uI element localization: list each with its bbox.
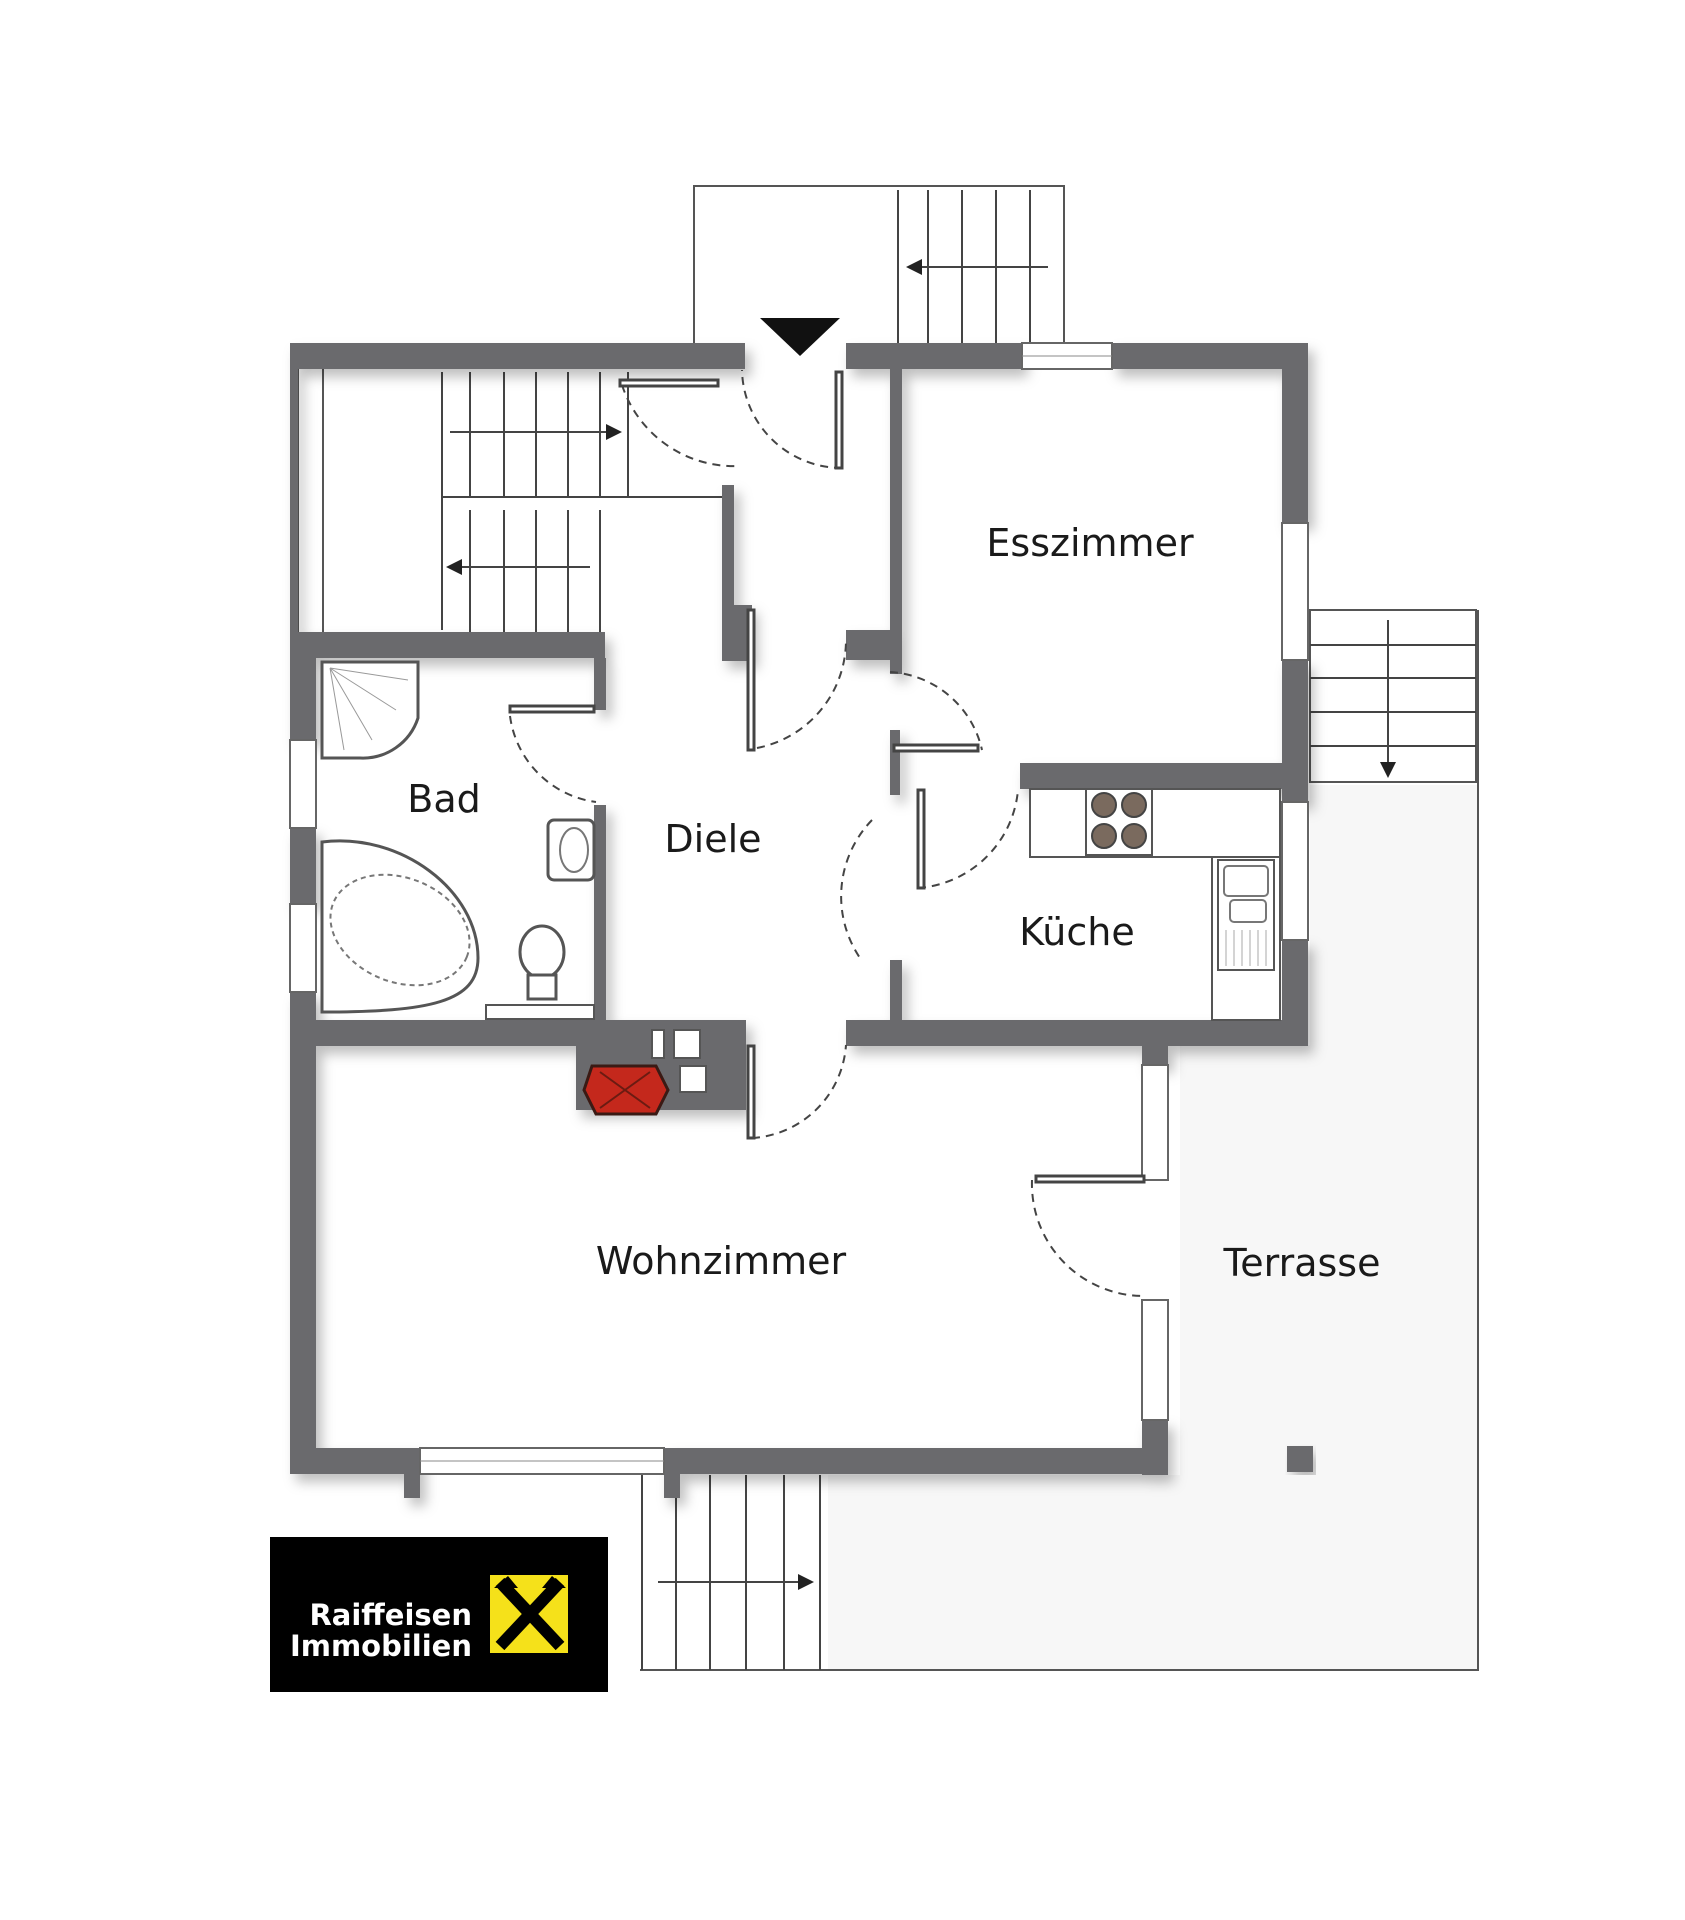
room-label-esszimmer: Esszimmer xyxy=(986,521,1194,565)
shower-icon xyxy=(320,660,420,760)
side-stairs xyxy=(1309,609,1477,783)
walls xyxy=(290,343,1308,1498)
entrance-porch xyxy=(693,185,1065,356)
door-swings xyxy=(508,369,1146,1297)
sink-icon xyxy=(546,818,596,882)
logo-line-1: Raiffeisen xyxy=(309,1598,472,1632)
bathroom-fixtures xyxy=(320,660,596,1020)
room-label-bad: Bad xyxy=(407,777,480,821)
terrace-area xyxy=(640,610,1479,1671)
staircase xyxy=(297,367,725,639)
windows xyxy=(289,342,1309,1475)
logo-line-2: Immobilien xyxy=(290,1629,472,1663)
garden-stairs xyxy=(641,1475,821,1670)
bathtub-icon xyxy=(320,839,480,1014)
room-label-wohnzimmer: Wohnzimmer xyxy=(596,1239,847,1283)
room-label-diele: Diele xyxy=(664,817,761,861)
entrance-marker-icon xyxy=(760,318,840,356)
toilet-icon xyxy=(518,924,566,1001)
raiffeisen-emblem-icon xyxy=(490,1575,568,1653)
entrance-stairs xyxy=(897,190,1048,345)
room-label-kueche: Küche xyxy=(1019,910,1134,954)
kitchen-fixtures xyxy=(1029,788,1281,1021)
room-label-terrasse: Terrasse xyxy=(1223,1241,1381,1285)
kitchen-sink-icon xyxy=(1217,859,1275,971)
raiffeisen-logo: Raiffeisen Immobilien xyxy=(270,1537,608,1692)
kitchen-counter xyxy=(1029,788,1281,858)
fireplace-icon xyxy=(582,1029,707,1116)
stove-icon xyxy=(1085,788,1153,856)
